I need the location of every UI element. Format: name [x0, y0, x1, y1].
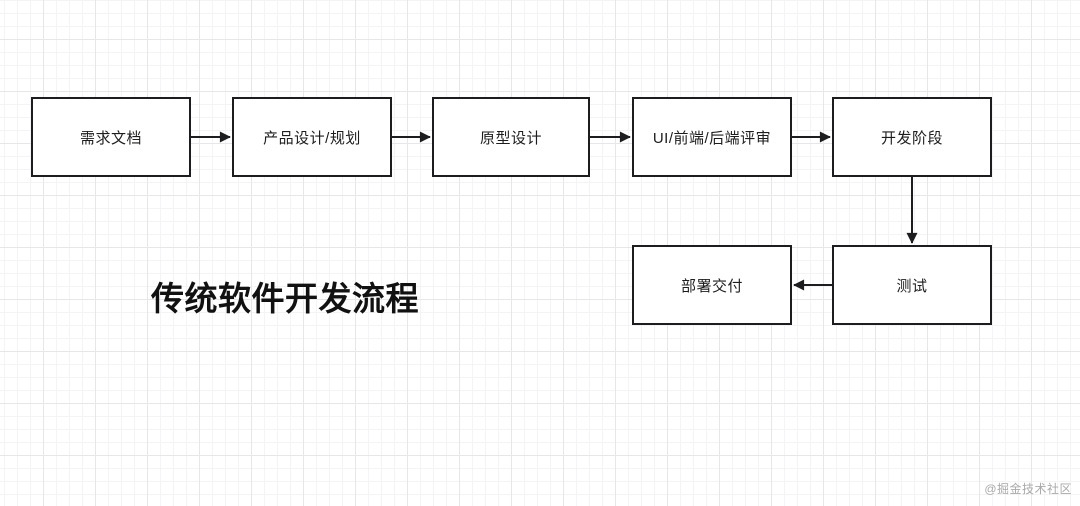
flow-node-ui-frontend-backend-review: UI/前端/后端评审	[632, 97, 792, 177]
flow-node-requirements-doc: 需求文档	[31, 97, 191, 177]
diagram-title: 传统软件开发流程	[151, 280, 419, 317]
flow-node-development-phase: 开发阶段	[832, 97, 992, 177]
node-label: 需求文档	[79, 129, 142, 147]
node-label: 产品设计/规划	[263, 129, 361, 147]
flow-node-product-design-planning: 产品设计/规划	[232, 97, 392, 177]
node-label: 原型设计	[479, 129, 542, 147]
flow-node-deploy-delivery: 部署交付	[632, 245, 792, 325]
node-label: UI/前端/后端评审	[652, 129, 772, 147]
node-label: 部署交付	[680, 277, 743, 295]
node-label: 开发阶段	[880, 129, 943, 147]
flow-node-prototype-design: 原型设计	[432, 97, 590, 177]
flow-node-testing: 测试	[832, 245, 992, 325]
node-label: 测试	[896, 277, 928, 295]
juejin-watermark: @掘金技术社区	[984, 482, 1072, 496]
